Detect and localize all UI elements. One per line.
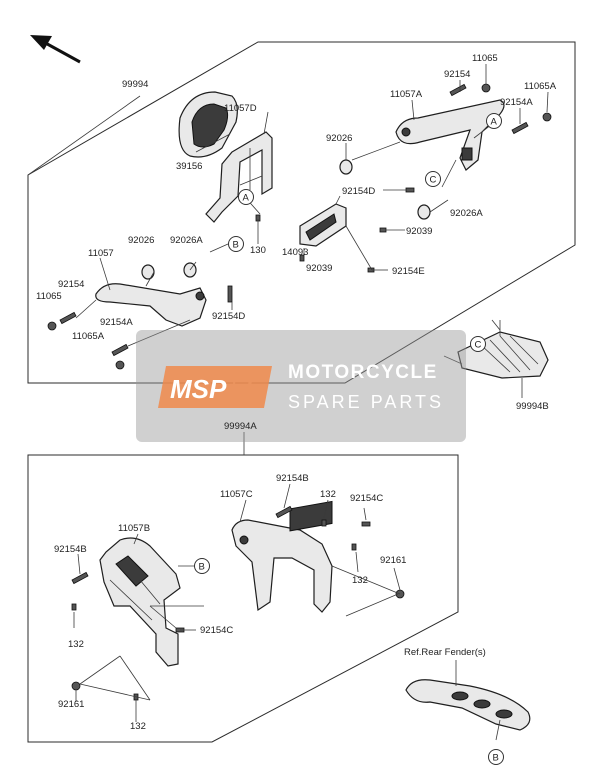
group-99994-outline [27,41,576,384]
part-label-92026-top: 92026 [326,133,353,144]
part-label-92154D-top: 92154D [342,186,376,197]
collar-92026A-top [417,204,431,220]
part-label-11057C: 11057C [220,489,253,500]
callout-B-fender: B [488,749,504,765]
part-label-39156: 39156 [176,161,203,172]
callout-C-rack: C [470,336,486,352]
part-label-11057D: 11057D [224,103,257,114]
svg-text:B: B [493,753,499,764]
part-label-92026-left: 92026 [128,235,155,246]
part-label-132-a: 132 [320,489,336,500]
bracket-11057C [231,500,333,613]
callout-B-bottom: B [194,558,210,574]
group-99994A-outline [27,454,459,743]
part-label-11065-left: 11065 [36,291,62,302]
part-label-92161-left: 92161 [58,699,85,710]
side-plate-11057 [95,283,207,327]
callout-A-top-left: A [238,189,254,205]
svg-text:C: C [475,340,482,351]
part-label-11057B: 11057B [118,523,151,534]
rear-fender-reference [405,660,531,741]
part-label-92039-bottom: 92039 [306,263,333,274]
collar-92026-top [339,159,353,175]
side-plate-11057A [395,99,505,171]
part-label-11065A-top: 11065A [524,81,557,92]
part-label-92154A-left: 92154A [100,317,133,328]
watermark-box: MSP MOTORCYCLE SPARE PARTS [136,330,466,442]
bracket-14093 [299,195,347,247]
bolts-top [47,83,552,370]
part-label-92154C-mid: 92154C [200,625,234,636]
backrest-frame-11057D [205,131,273,223]
collar-92026-left [141,264,155,280]
part-label-11065A-left: 11065A [72,331,105,342]
callout-C-top-right: C [425,171,441,187]
part-label-11065-top: 11065 [472,53,498,64]
part-label-92039-right: 92039 [406,226,433,237]
direction-arrow-icon [30,35,81,64]
part-label-11057: 11057 [88,248,114,259]
svg-text:MSP: MSP [170,374,227,404]
leader-lines-bottom [73,483,401,722]
svg-text:B: B [233,240,239,251]
svg-text:C: C [430,175,437,186]
part-label-92154B-left: 92154B [54,544,87,555]
part-label-132-c: 132 [68,639,84,650]
part-label-92154E: 92154E [392,266,425,277]
svg-text:A: A [243,193,250,204]
part-label-ref-rear-fender: Ref.Rear Fender(s) [404,647,486,658]
callout-A-top-right: A [486,113,502,129]
svg-text:B: B [199,562,205,573]
part-label-92154A-top: 92154A [500,97,533,108]
part-label-92026A-left: 92026A [170,235,203,246]
part-label-92154-top: 92154 [444,69,471,80]
part-label-99994A: 99994A [224,421,257,432]
backrest-pad-39156 [178,91,238,158]
part-label-14093: 14093 [282,247,309,258]
part-label-92161-right: 92161 [380,555,407,566]
part-label-99994B: 99994B [516,401,549,412]
bracket-11057B [99,537,181,667]
watermark-line2: SPARE PARTS [288,392,445,412]
part-label-92154-left: 92154 [58,279,85,290]
watermark-line1: MOTORCYCLE [288,362,438,383]
callout-B-top-left: B [228,236,244,252]
part-label-92154D-left: 92154D [212,311,246,322]
part-label-92026A-top: 92026A [450,208,483,219]
part-label-92154B-top: 92154B [276,473,309,484]
part-label-132-d: 132 [130,721,146,732]
part-label-99994: 99994 [122,79,149,90]
part-label-130: 130 [250,245,266,256]
svg-text:A: A [491,117,498,128]
part-label-132-b: 132 [352,575,368,586]
msp-logo: MSP [158,366,272,408]
part-label-11057A: 11057A [390,89,423,100]
part-label-92154C-right: 92154C [350,493,384,504]
